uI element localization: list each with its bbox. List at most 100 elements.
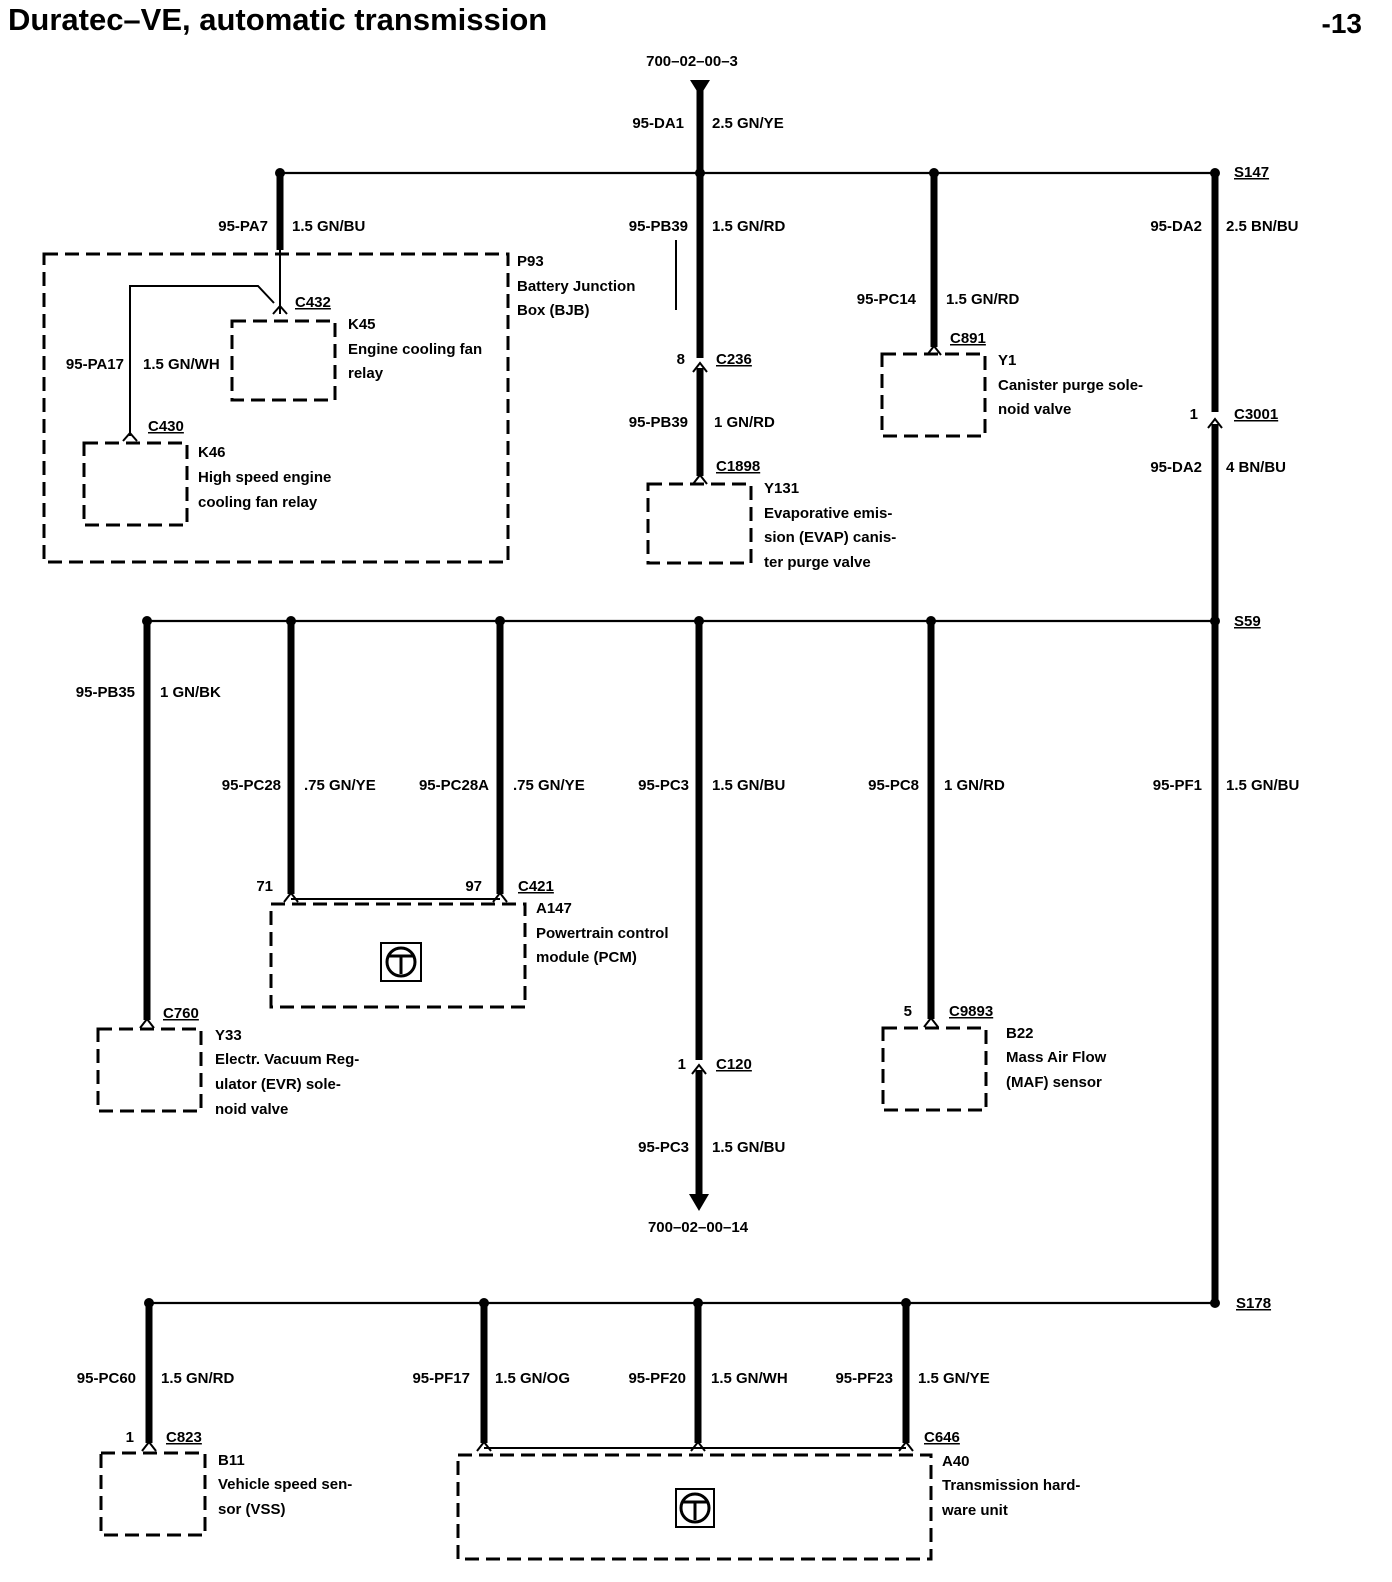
- pin-c823: 1: [126, 1429, 134, 1446]
- connector-c421-symbol: [283, 891, 299, 903]
- k46-code: K46: [198, 444, 226, 461]
- connector-c432: C432: [295, 294, 331, 311]
- k46-line2: cooling fan relay: [198, 494, 318, 511]
- b22-line1: Mass Air Flow: [1006, 1049, 1107, 1066]
- y1-code: Y1: [998, 352, 1016, 369]
- wire-pc3-id: 95-PC3: [638, 777, 689, 794]
- connector-c120: C120: [716, 1056, 752, 1073]
- wire-pf23-spec: 1.5 GN/YE: [918, 1370, 990, 1387]
- splice-s147: S147: [1234, 164, 1269, 181]
- wire-pa7-id: 95-PA7: [218, 218, 268, 235]
- splice-s59: S59: [1234, 613, 1261, 630]
- wire-pc60-spec: 1.5 GN/RD: [161, 1370, 235, 1387]
- k45-code: K45: [348, 316, 376, 333]
- k46-line1: High speed engine: [198, 469, 331, 486]
- connector-c646-symbol: [476, 1440, 492, 1452]
- connector-c430: C430: [148, 418, 184, 435]
- connector-c3001: C3001: [1234, 406, 1278, 423]
- a40-box: [456, 1453, 933, 1561]
- wire-da1-spec: 2.5 GN/YE: [712, 115, 784, 132]
- y1-box: [880, 352, 987, 438]
- connector-c120-symbol: [691, 1063, 707, 1075]
- a147-line1: Powertrain control: [536, 925, 669, 942]
- wire-pc28-spec: .75 GN/YE: [304, 777, 376, 794]
- y33-line3: noid valve: [215, 1101, 288, 1118]
- tcm-module-icon: [675, 1488, 715, 1528]
- p93-line1: Battery Junction: [517, 278, 635, 295]
- y131-line1: Evaporative emis-: [764, 505, 892, 522]
- wire-pc8-spec: 1 GN/RD: [944, 777, 1005, 794]
- connector-c646-symbol: [690, 1440, 706, 1452]
- connector-c646: C646: [924, 1429, 960, 1446]
- ref-bottom: 700–02–00–14: [648, 1219, 749, 1236]
- y131-line2: sion (EVAP) canis-: [764, 529, 896, 546]
- wire-pc3b-spec: 1.5 GN/BU: [712, 1139, 785, 1156]
- wire-pf1-id: 95-PF1: [1153, 777, 1202, 794]
- wire-pb39b-id: 95-PB39: [629, 414, 688, 431]
- wire-pc3-spec: 1.5 GN/BU: [712, 777, 785, 794]
- wire-pa17: [129, 285, 275, 436]
- connector-c236: C236: [716, 351, 752, 368]
- wire-pc14-spec: 1.5 GN/RD: [946, 291, 1020, 308]
- connector-c421: C421: [518, 878, 554, 895]
- pin-c421a: 71: [256, 878, 273, 895]
- k45-box: [230, 319, 337, 402]
- wire-pb39-id: 95-PB39: [629, 218, 688, 235]
- wire-pc8-id: 95-PC8: [868, 777, 919, 794]
- a147-line2: module (PCM): [536, 949, 637, 966]
- connector-c891: C891: [950, 330, 986, 347]
- connector-c823: C823: [166, 1429, 202, 1446]
- wire-pb35-id: 95-PB35: [76, 684, 135, 701]
- ref-top-arrow: [690, 80, 710, 96]
- connector-c1898-symbol: [692, 473, 708, 485]
- a147-code: A147: [536, 900, 572, 917]
- b22-line2: (MAF) sensor: [1006, 1074, 1102, 1091]
- wire-da2-spec: 2.5 BN/BU: [1226, 218, 1299, 235]
- wire-pc28a-id: 95-PC28A: [419, 777, 489, 794]
- wire-pf20-id: 95-PF20: [628, 1370, 686, 1387]
- y33-box: [96, 1027, 203, 1113]
- connector-c760-symbol: [139, 1017, 155, 1029]
- wire-pc60-id: 95-PC60: [77, 1370, 136, 1387]
- page-number: -13: [1322, 8, 1362, 39]
- connector-c9893: C9893: [949, 1003, 993, 1020]
- connector-c1898: C1898: [716, 458, 760, 475]
- y1-line1: Canister purge sole-: [998, 377, 1143, 394]
- wire-pa17-id: 95-PA17: [66, 356, 124, 373]
- wire-da1-id: 95-DA1: [632, 115, 684, 132]
- wire-da2b-spec: 4 BN/BU: [1226, 459, 1286, 476]
- wire-pa7-spec: 1.5 GN/BU: [292, 218, 365, 235]
- a40-line2: ware unit: [941, 1502, 1008, 1519]
- b11-line1: Vehicle speed sen-: [218, 1476, 352, 1493]
- wire-pc28-id: 95-PC28: [222, 777, 281, 794]
- y131-line3: ter purge valve: [764, 554, 871, 571]
- y131-box: [646, 482, 753, 565]
- p93-code: P93: [517, 253, 544, 270]
- pcm-module-icon: [380, 942, 422, 982]
- b11-box: [99, 1451, 207, 1537]
- connector-c3001-symbol: [1207, 417, 1223, 429]
- connector-c646-symbol: [898, 1440, 914, 1452]
- pin-c236: 8: [677, 351, 685, 368]
- wire-da2-id: 95-DA2: [1150, 218, 1202, 235]
- wire-pb35-spec: 1 GN/BK: [160, 684, 221, 701]
- y33-code: Y33: [215, 1027, 242, 1044]
- wire-pc14-id: 95-PC14: [857, 291, 917, 308]
- splice-s178: S178: [1236, 1295, 1271, 1312]
- ref-bottom-arrow: [689, 1194, 709, 1211]
- bus-s178-node: [1210, 1298, 1220, 1308]
- wire-da2b-id: 95-DA2: [1150, 459, 1202, 476]
- wire-pf1-spec: 1.5 GN/BU: [1226, 777, 1299, 794]
- wire-pc28a-spec: .75 GN/YE: [513, 777, 585, 794]
- y131-code: Y131: [764, 480, 799, 497]
- connector-c760: C760: [163, 1005, 199, 1022]
- k46-box: [82, 441, 189, 527]
- connector-c430-symbol: [122, 431, 138, 442]
- connector-c421-symbol: [492, 891, 508, 903]
- pin-c120: 1: [678, 1056, 686, 1073]
- pin-c3001: 1: [1190, 406, 1198, 423]
- y33-line1: Electr. Vacuum Reg-: [215, 1051, 359, 1068]
- a40-line1: Transmission hard-: [942, 1477, 1080, 1494]
- b22-code: B22: [1006, 1025, 1034, 1042]
